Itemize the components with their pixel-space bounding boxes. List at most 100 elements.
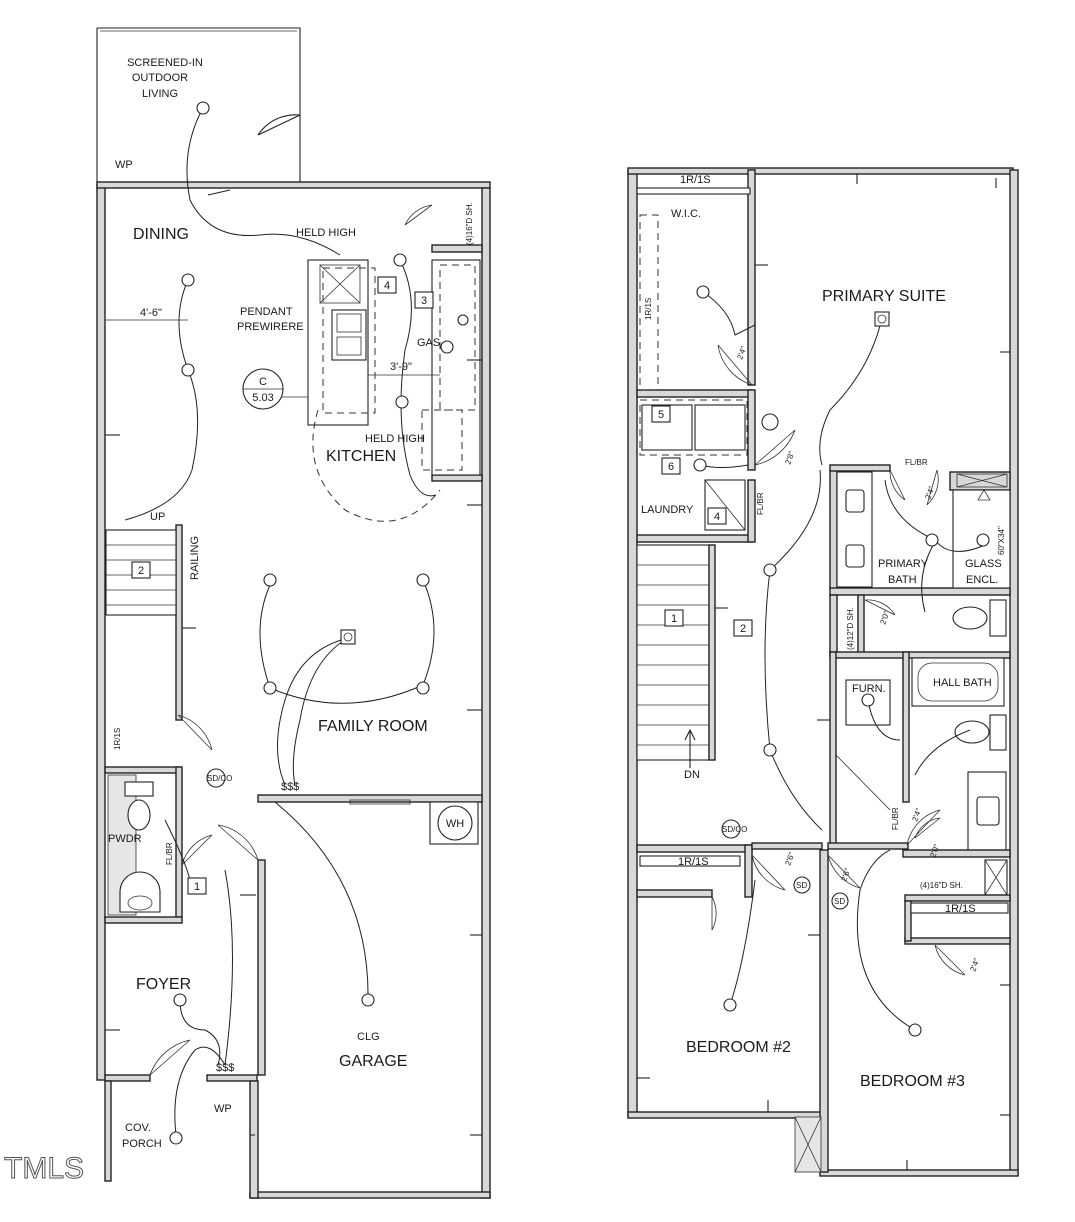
rod-shelf-bed3: 1R/1S <box>945 903 976 915</box>
garage-door-panel <box>349 799 411 805</box>
door-swing <box>217 824 259 861</box>
door-24-wic: 2'4" <box>735 345 748 361</box>
fl-br-laundry: FL/BR <box>756 492 765 515</box>
family-room-label: FAMILY ROOM <box>318 718 428 735</box>
hall-bath-bottom-wall <box>902 849 1011 858</box>
ceiling-light <box>393 253 407 267</box>
wall-outlets <box>637 174 1010 1170</box>
ceiling-light <box>693 458 707 472</box>
bedroom2-closet-top-wall <box>636 844 753 853</box>
screened-porch-label-3: LIVING <box>142 88 178 100</box>
ceiling-light <box>263 573 277 587</box>
wic-label: W.I.C. <box>671 208 701 220</box>
foyer-label: FOYER <box>136 976 191 993</box>
gas-label: GAS <box>417 337 440 349</box>
fl-br-label: FL/BR <box>165 842 174 865</box>
bedroom2-label: BEDROOM #2 <box>686 1039 791 1056</box>
tag-5-second: 5 <box>658 409 664 421</box>
kitchen-counter <box>431 259 481 476</box>
primary-bath-label-1: PRIMARY <box>878 558 929 570</box>
bedroom3-bottom-wall <box>819 1169 1019 1177</box>
tag-1-first: 1 <box>194 881 200 893</box>
powder-right-wall <box>175 766 183 918</box>
shower-size-label: 60"X34" <box>997 526 1006 555</box>
door-26-bed3: 2'6" <box>839 867 852 883</box>
ceiling-light <box>696 285 710 299</box>
kitchen-label: KITCHEN <box>326 448 396 465</box>
rod-shelf-bed2: 1R/1S <box>678 856 709 868</box>
smoke-detector <box>831 892 849 910</box>
tag-box <box>414 291 434 309</box>
ceiling-light <box>181 363 195 377</box>
bedroom3-label: BEDROOM #3 <box>860 1073 965 1090</box>
porch-label-2: PORCH <box>122 1138 162 1150</box>
dn-label: DN <box>684 769 700 781</box>
door-24-bed3-closet: 2'4" <box>968 957 981 973</box>
rod-shelf-top: 1R/1S <box>680 174 711 186</box>
furnace-right-wall <box>902 651 910 803</box>
primary-bath-bottom-wall <box>829 587 1011 596</box>
smoke-co-detector <box>721 819 741 839</box>
linen-closet-right-wall <box>857 594 865 656</box>
furnace-label: FURN. <box>852 683 886 695</box>
wh-label: WH <box>446 818 464 830</box>
watermark-logo: TMLS <box>4 1152 84 1185</box>
powder-sink <box>119 871 161 913</box>
tag-1-second: 1 <box>671 613 677 625</box>
garage-foyer-wall <box>257 859 266 1076</box>
section-letter: C <box>259 376 267 388</box>
fl-br-hall: FL/BR <box>891 807 900 830</box>
fl-br-top: FL/BR <box>905 458 928 467</box>
ceiling-light <box>196 101 210 115</box>
tag-box <box>733 619 753 637</box>
primary-bath-top-wall <box>829 464 891 472</box>
first-floor-right-wall <box>481 187 491 1199</box>
tag-box <box>377 276 397 294</box>
shelves-label: (4)16"D SH. <box>465 202 474 245</box>
tag-2-first: 2 <box>138 565 144 577</box>
tag-4-second: 4 <box>714 511 720 523</box>
screened-porch-label-2: OUTDOOR <box>132 72 188 84</box>
bedroom-divider-wall <box>819 849 829 1173</box>
switch-triple: $$$ <box>281 781 299 793</box>
powder-bottom-wall <box>104 916 183 924</box>
garage-bottom-wall <box>249 1191 491 1199</box>
ceiling-light <box>861 693 875 707</box>
rod-shelf-wic: 1R/1S <box>644 298 653 320</box>
stair-wall <box>175 524 183 721</box>
cooktop <box>319 264 361 304</box>
screened-porch-outline <box>96 27 301 185</box>
door-swing <box>177 714 213 751</box>
shelves-16-label: (4)16"D SH. <box>920 881 963 890</box>
primary-vanity <box>836 471 873 588</box>
bedroom3-closet-lower-wall <box>904 937 1011 945</box>
ceiling-light <box>361 993 375 1007</box>
powder-top-wall <box>104 766 181 774</box>
laundry-right-wall <box>747 389 756 471</box>
clg-label: CLG <box>357 1031 380 1043</box>
first-floor-top-wall <box>96 181 491 189</box>
second-floor-stairs <box>636 544 716 768</box>
shelves-12-label: (4)12"D SH. <box>846 607 855 650</box>
first-floor-left-wall <box>96 184 106 1081</box>
bathtub <box>911 657 1005 707</box>
door-24-bath: 2'4" <box>923 485 936 501</box>
hall-bath-label: HALL BATH <box>933 677 992 689</box>
laundry-right-lower-wall <box>747 479 756 543</box>
porch-label-1: COV. <box>125 1122 151 1134</box>
rod-shelf-label: 1R/1S <box>113 728 122 750</box>
sd-co-label: SD/CO <box>207 774 232 783</box>
wp-label-top: WP <box>115 159 133 171</box>
wic-right-wall <box>747 169 756 386</box>
tag-box <box>651 405 671 423</box>
up-label: UP <box>150 511 165 523</box>
railing-label: RAILING <box>189 536 201 580</box>
tag-2-second: 2 <box>740 623 746 635</box>
ceiling-light <box>763 743 777 757</box>
tag-box <box>707 507 727 525</box>
wall-outlets <box>105 359 482 1136</box>
pendant-label-1: PENDANT <box>240 306 293 318</box>
gas-range-burner <box>457 314 469 326</box>
second-floor-right-wall <box>1009 169 1019 1176</box>
ceiling-fan-box <box>874 311 890 327</box>
